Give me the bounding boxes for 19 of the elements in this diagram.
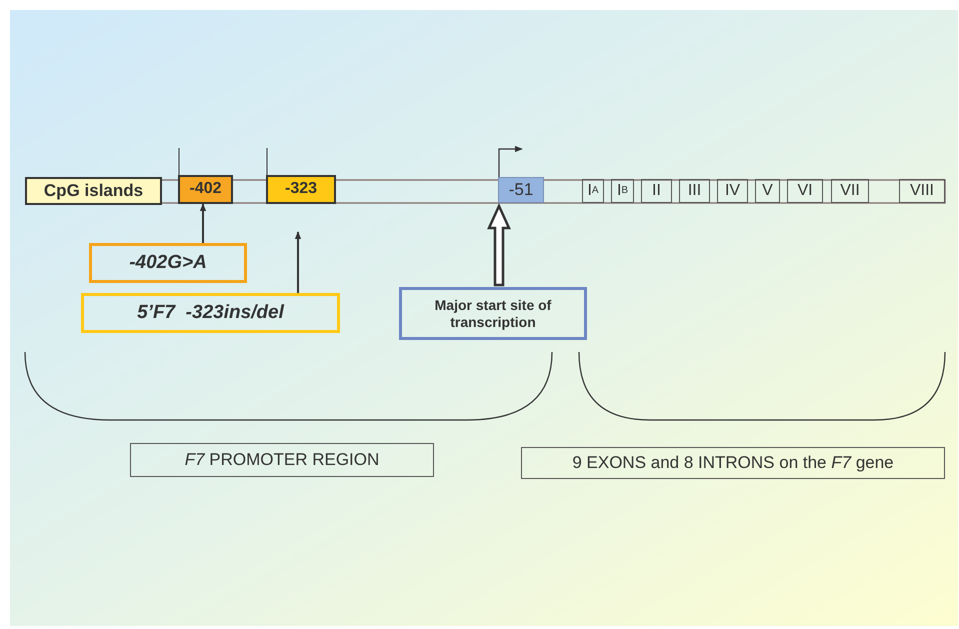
variant-box: 5’F7 -323ins/del [81,293,340,333]
exon-box: VII [831,179,869,203]
start-site-box: -51 [498,177,544,203]
arrow [294,231,302,293]
arrow [200,203,206,243]
note-box: Major start site of transcription [399,287,587,340]
region-label-box: 9 EXONS and 8 INTRONS on the F7 gene [521,447,945,479]
exon-box: II [641,179,672,203]
exon-box: V [755,179,780,203]
variant-site-box: -402 [178,175,233,204]
exon-box: III [679,179,710,203]
variant-site-box: -323 [266,175,336,204]
region-label-box: F7 PROMOTER REGION [130,443,434,477]
variant-box: -402G>A [89,243,247,283]
hollow-arrow [487,202,511,286]
exon-box: VI [787,179,823,203]
label-box: CpG islands [25,177,162,205]
exon-box: IV [717,179,748,203]
exon-box: VIII [899,179,945,203]
